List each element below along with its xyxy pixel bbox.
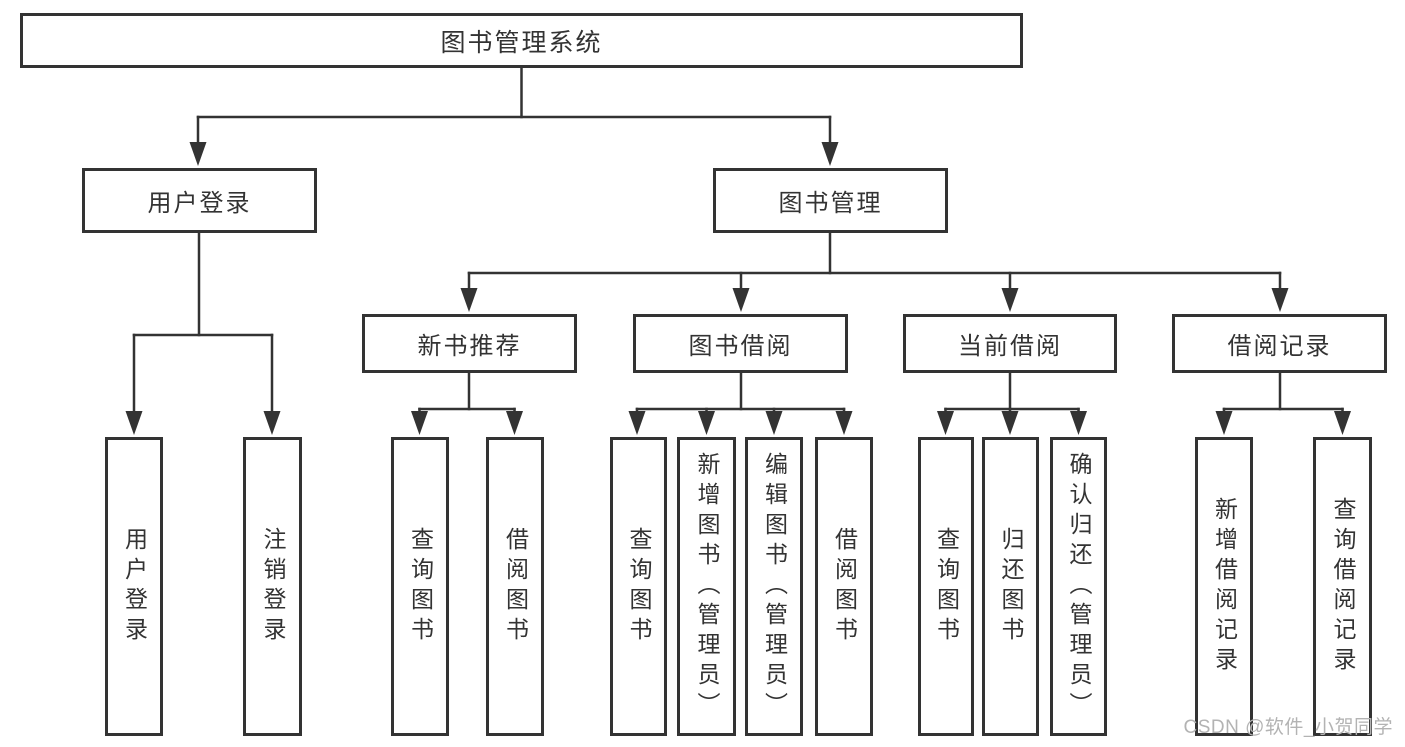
node-label: 图书管理系统 [440,28,603,57]
node-label: 注销登录 [260,526,286,647]
node-user-login: 用户登录 [82,168,317,233]
leaf-query-borrow-record: 查询借阅记录 [1313,437,1372,736]
node-label: 确认归还（管理员） [1066,451,1092,722]
arrowhead-icons [125,142,1351,435]
node-label: 编辑图书（管理员） [761,451,788,722]
leaf-query-books: 查询图书 [391,437,449,736]
node-label: 新书推荐 [417,333,522,360]
leaf-borrow-books: 借阅图书 [815,437,873,736]
node-current-borrowing: 当前借阅 [903,314,1117,373]
leaf-query-books: 查询图书 [610,437,667,736]
leaf-add-borrow-record: 新增借阅记录 [1195,437,1253,736]
node-borrowing-records: 借阅记录 [1172,314,1387,373]
leaf-add-book-admin: 新增图书（管理员） [677,437,736,736]
node-label: 借阅图书 [502,526,529,647]
leaf-query-books: 查询图书 [918,437,974,736]
node-label: 用户登录 [121,526,148,647]
leaf-confirm-return-admin: 确认归还（管理员） [1050,437,1107,736]
leaf-borrow-books: 借阅图书 [486,437,544,736]
node-label: 查询图书 [407,526,434,647]
leaf-user-login: 用户登录 [105,437,163,736]
node-label: 查询图书 [626,526,652,647]
leaf-logout: 注销登录 [243,437,302,736]
node-label: 借阅记录 [1227,333,1332,360]
node-label: 新增借阅记录 [1211,496,1238,677]
leaf-edit-book-admin: 编辑图书（管理员） [745,437,803,736]
node-label: 查询借阅记录 [1330,496,1356,677]
node-label: 用户登录 [147,190,252,217]
node-new-book-recommendation: 新书推荐 [362,314,577,373]
node-label: 当前借阅 [958,333,1062,360]
leaf-return-book: 归还图书 [982,437,1039,736]
node-label: 借阅图书 [831,526,858,647]
node-label: 图书管理 [778,190,883,217]
node-book-borrowing: 图书借阅 [633,314,848,373]
node-label: 查询图书 [933,526,960,647]
node-label: 归还图书 [998,526,1024,647]
node-library-management-system: 图书管理系统 [20,13,1023,68]
node-book-management: 图书管理 [713,168,948,233]
node-label: 图书借阅 [688,333,793,360]
csdn-watermark: CSDN @软件_小贺同学 [1183,717,1393,738]
node-label: 新增图书（管理员） [694,451,720,722]
